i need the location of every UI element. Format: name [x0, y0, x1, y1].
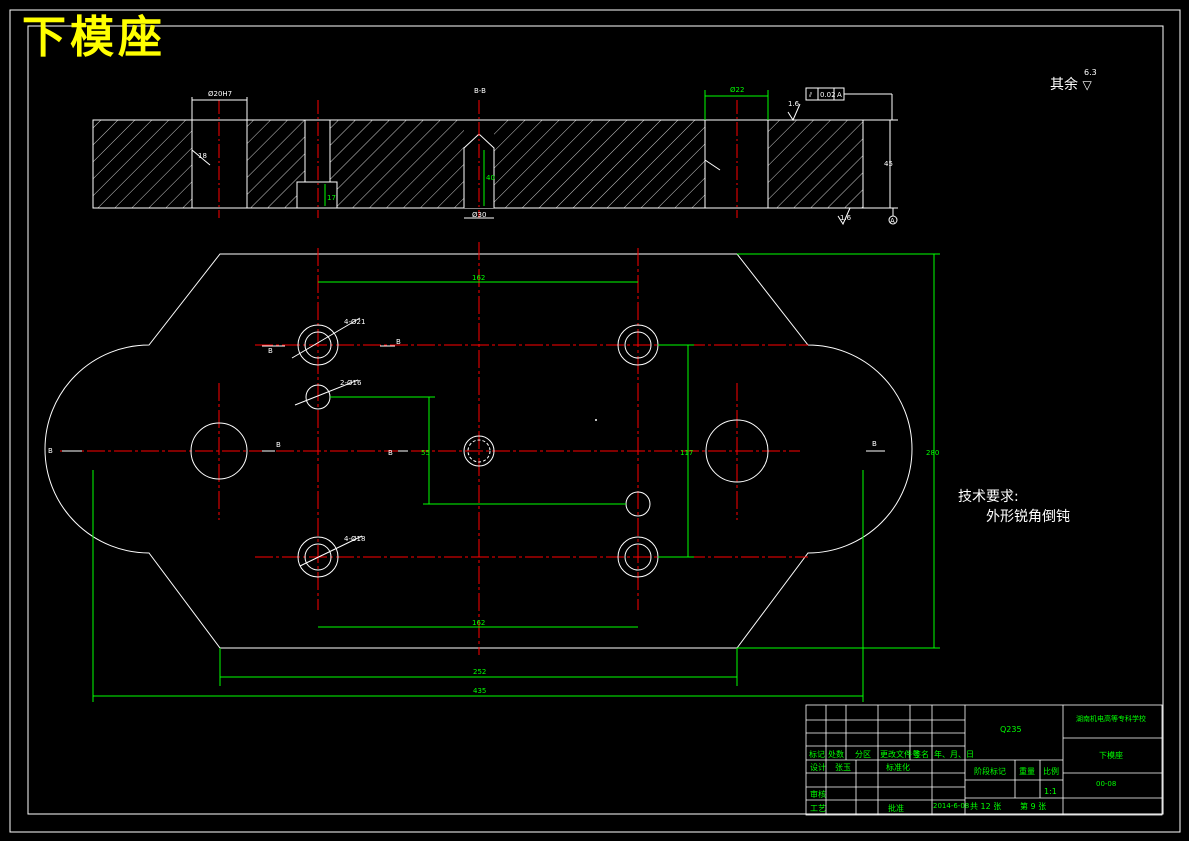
sec-b-right: B [396, 338, 401, 346]
process-label: 工艺 [810, 804, 826, 813]
dim-55: 55 [421, 449, 430, 457]
guide-hole-right [705, 419, 769, 483]
approve-label: 批准 [888, 803, 904, 813]
designer: 张玉 [835, 763, 851, 772]
hdr-5: 年、月、日 [934, 749, 974, 759]
sheets-total: 共 12 张 [970, 802, 1001, 811]
sec-b-mid2: B [388, 449, 393, 457]
dim-pin: Ø22 [730, 86, 744, 94]
review-label: 审核 [810, 789, 826, 799]
hdr-3: 更改文件号 [880, 749, 920, 759]
design-label: 设计 [810, 762, 826, 772]
title-block [805, 704, 1163, 816]
dim-counterbore: Ø20H7 [208, 90, 232, 98]
dim-435: 435 [473, 687, 486, 695]
dim-18: 18 [198, 152, 207, 160]
std-label: 标准化 [886, 762, 910, 772]
inner-frame [27, 25, 1164, 815]
sec-b-left: B [268, 347, 273, 355]
tech-item: 外形锐角倒钝 [986, 509, 1070, 525]
hdr-0: 标记 [809, 749, 825, 759]
plan-view [44, 242, 940, 702]
roughness-symbol-icon: ▽ [1082, 78, 1092, 92]
sec-b-mid: B [276, 441, 281, 449]
dim-162-top: 162 [472, 274, 485, 282]
center-hole [463, 435, 495, 467]
title-block-texts: Q235 湖南机电高等专科学校 下模座 00-08 1:1 标记 处数 分区 更… [809, 714, 1146, 813]
tech-heading: 技术要求: [958, 489, 1019, 505]
tol-sym: ⫽ [808, 91, 813, 99]
dim-280: 280 [926, 449, 939, 457]
tech-requirements: 技术要求: 外形锐角倒钝 [958, 487, 1070, 527]
rough-bottom: 1.6 [840, 214, 852, 222]
outer-frame [9, 9, 1181, 833]
scale-value: 1:1 [1044, 787, 1057, 796]
stage-label: 阶段标记 [974, 766, 1006, 776]
tol-datum: A [837, 91, 842, 99]
material: Q235 [1000, 725, 1022, 734]
school-name: 湖南机电高等专科学校 [1076, 714, 1146, 723]
date: 2014-6-08 [933, 802, 969, 810]
part-name: 下模座 [1099, 750, 1123, 760]
dim-45: 45 [884, 160, 893, 168]
tol-val: 0.02 [820, 91, 836, 99]
hdr-1: 处数 [828, 749, 844, 759]
hole-4x-b-label: 4-Ø18 [344, 535, 365, 543]
section-label: B-B [474, 87, 486, 95]
hdr-2: 分区 [855, 750, 871, 759]
roughness-note-text: 其余 [1050, 77, 1078, 93]
hole-4x-label: 4-Ø21 [344, 318, 365, 326]
dim-30: Ø30 [472, 211, 486, 219]
dimension-texts: Ø20H7 Ø22 ⫽ 0.02 A 1.6 1.6 A B-B Ø30 40 … [48, 86, 939, 695]
drawing-title: 下模座 [22, 12, 166, 63]
section-view [92, 87, 898, 226]
sec-b-far-left: B [48, 447, 53, 455]
rough-top: 1.6 [788, 100, 800, 108]
hole-2x-label: 2-Ø16 [340, 379, 362, 387]
hdr-4: 签名 [913, 749, 929, 759]
hole-top-left [297, 324, 339, 366]
drawing-number: 00-08 [1096, 780, 1116, 788]
dim-40: 40 [486, 174, 495, 182]
scale-label: 比例 [1043, 766, 1059, 776]
dim-252: 252 [473, 668, 486, 676]
hole-bottom-left [297, 536, 339, 578]
guide-hole-left [190, 422, 248, 480]
roughness-note-value: 6.3 [1084, 68, 1097, 77]
sheet-no: 第 9 张 [1020, 801, 1046, 811]
weight-label: 重量 [1019, 766, 1035, 776]
dim-162-bottom: 162 [472, 619, 485, 627]
datum-a: A [890, 217, 895, 225]
roughness-note: 其余 ▽ 6.3 [1050, 68, 1097, 94]
sec-b-far-right: B [872, 440, 877, 448]
dim-17: 17 [327, 194, 336, 202]
dim-117: 117 [680, 449, 693, 457]
